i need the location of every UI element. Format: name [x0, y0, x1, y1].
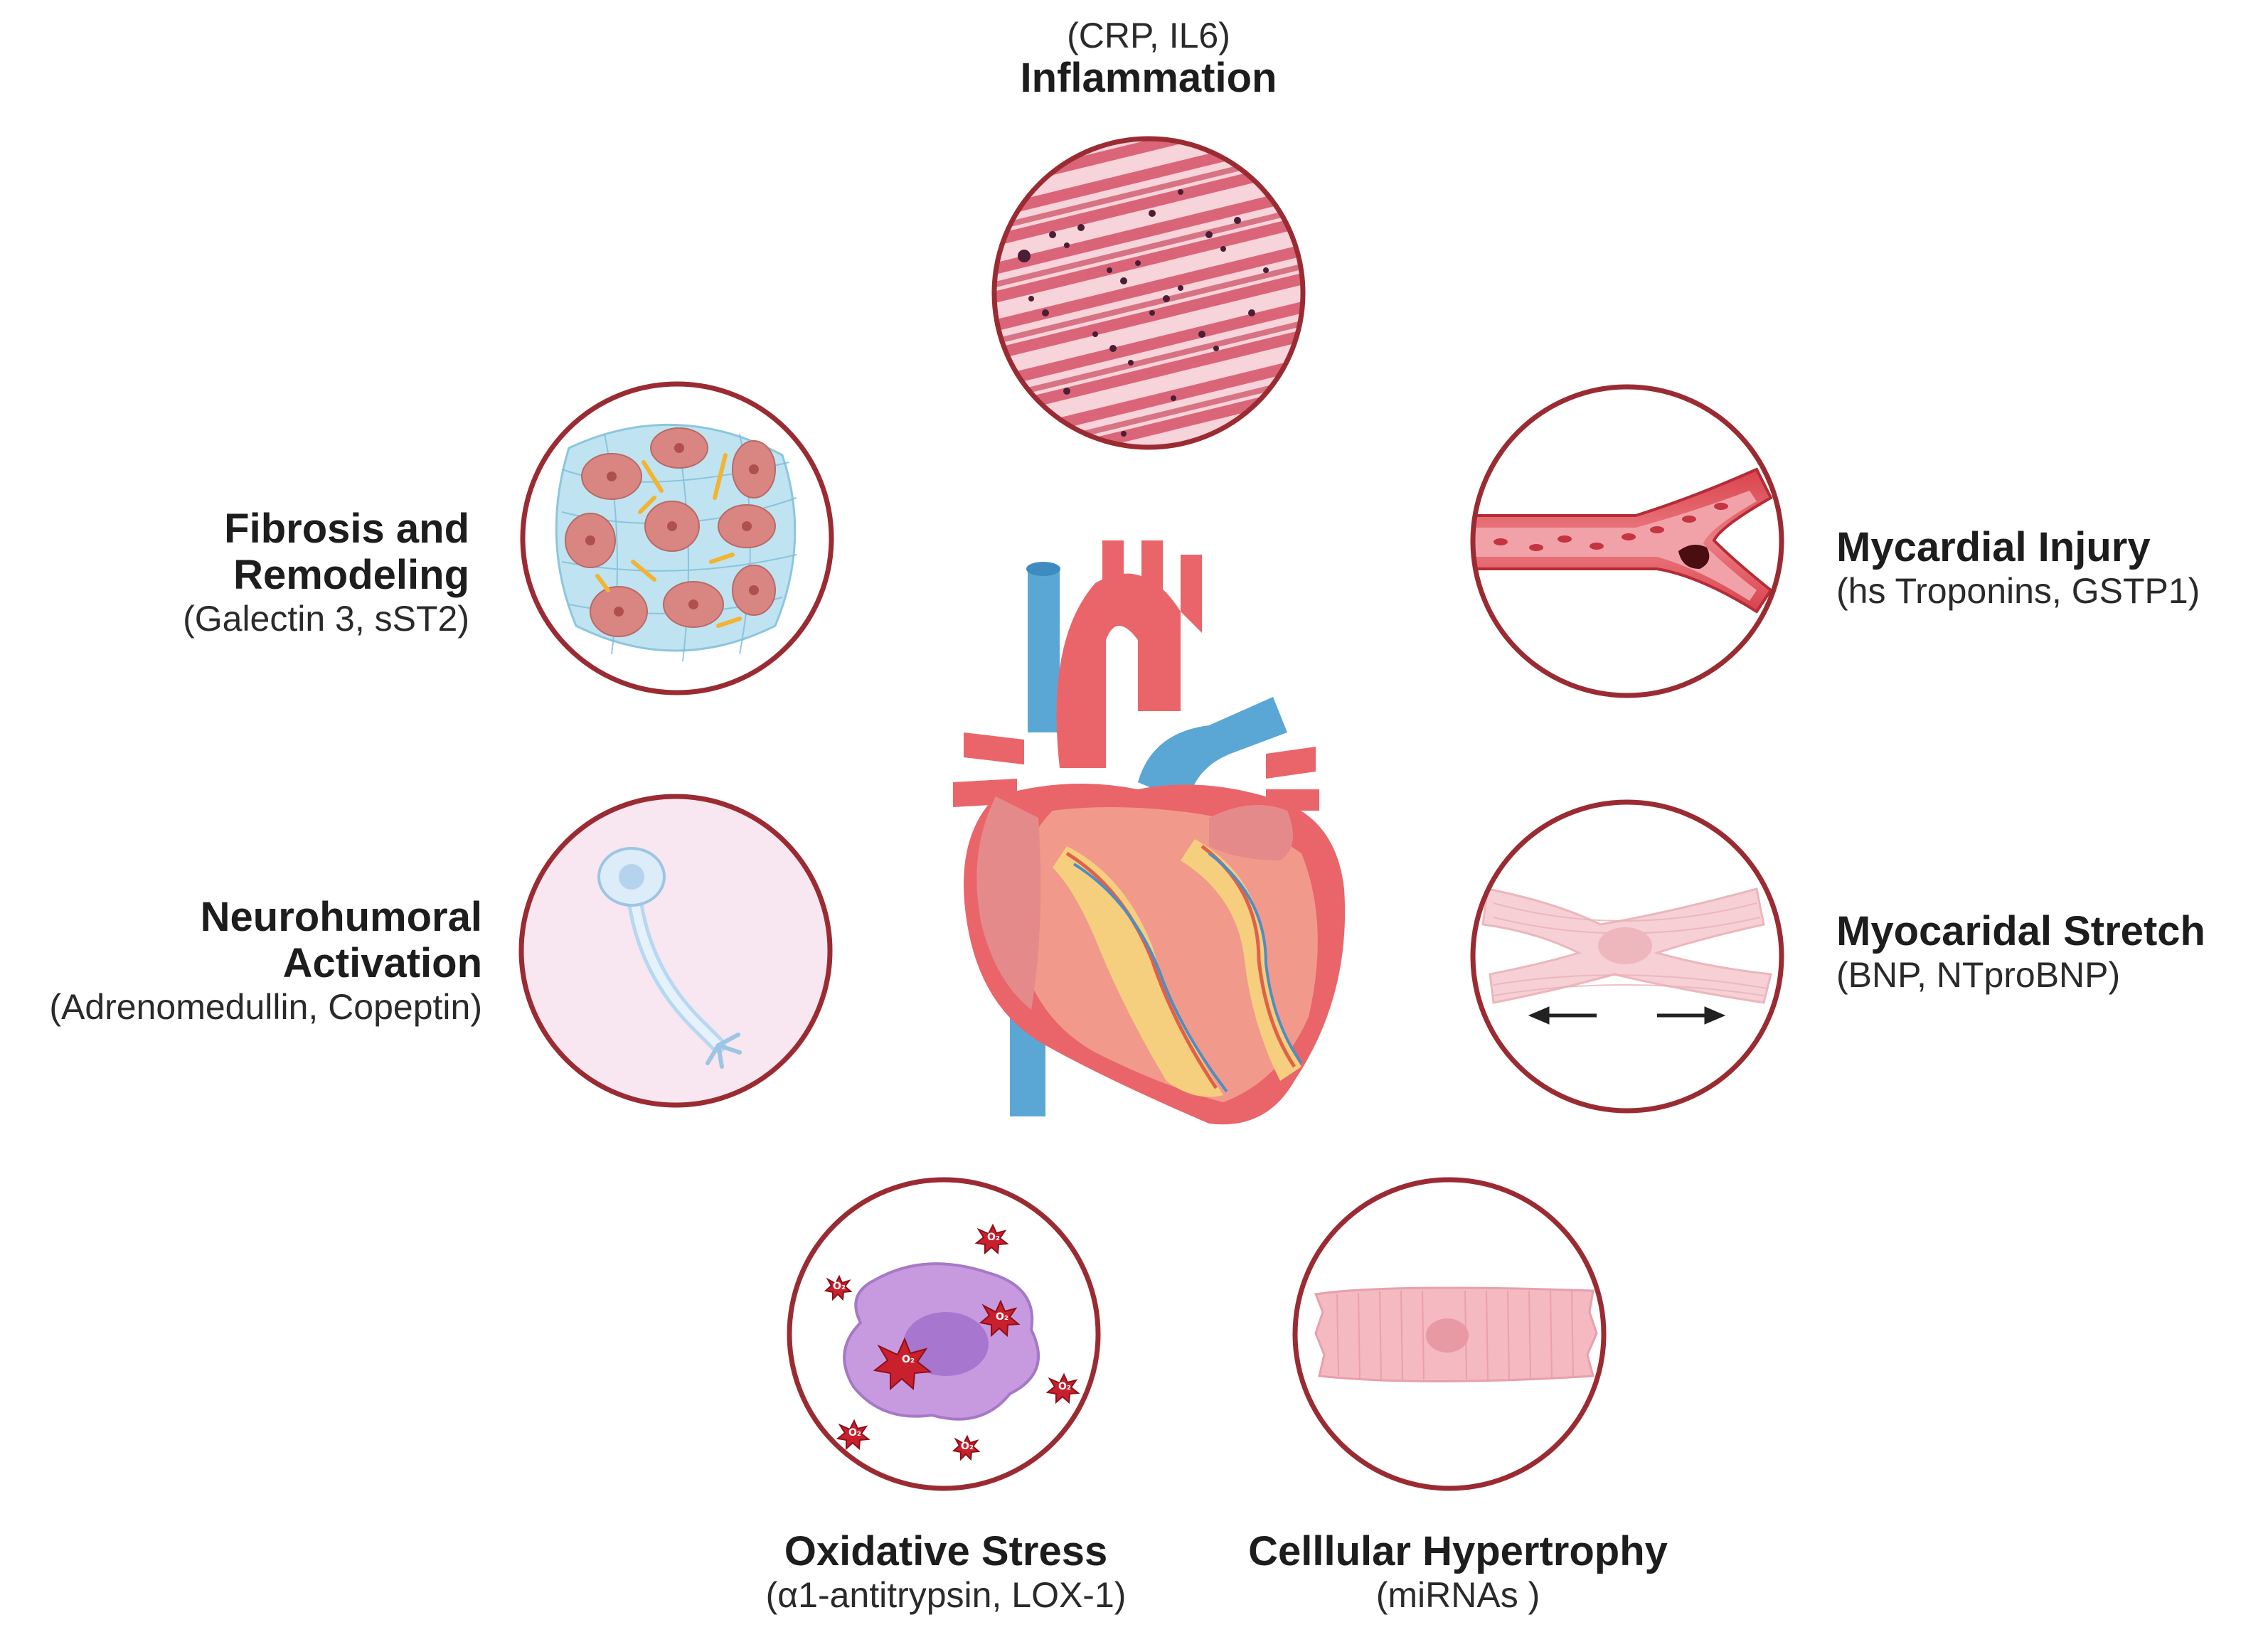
injury-markers: (hs Troponins, GSTP1) [1836, 570, 2200, 611]
fibrosis-title-line2: Remodeling [233, 551, 469, 598]
label-injury: Mycardial Injury (hs Troponins, GSTP1) [1836, 524, 2256, 611]
ros-label: O₂ [902, 1354, 915, 1365]
hypertrophy-title: Celllular Hypertrophy [1248, 1528, 1668, 1574]
neurohumoral-title-line2: Activation [282, 939, 482, 986]
heart-illustration [953, 540, 1346, 1125]
inflammation-title: Inflammation [1020, 55, 1277, 101]
fibrotic-cells-icon [520, 381, 834, 695]
ros-star-icons [824, 1223, 1080, 1461]
stretched-myocyte-icon [1470, 799, 1784, 1114]
hypertrophy-markers: (miRNAs ) [1375, 1574, 1540, 1615]
fibrosis-title-line1: Fibrosis and [224, 506, 469, 552]
ros-label: O₂ [1058, 1381, 1071, 1392]
neuron-icon [518, 794, 833, 1108]
stretch-title: Myocaridal Stretch [1836, 908, 2205, 954]
ros-label: O₂ [996, 1311, 1008, 1323]
label-oxidative: Oxidative Stress (α1-antitrypsin, LOX-1) [711, 1528, 1181, 1615]
inflamed-tissue-icon [991, 136, 1306, 450]
inflammation-markers: (CRP, IL6) [1067, 16, 1230, 55]
fibrosis-markers: (Galectin 3, sST2) [183, 598, 469, 639]
ros-label: O₂ [987, 1232, 1000, 1243]
ros-label: O₂ [833, 1281, 846, 1292]
oxidative-title: Oxidative Stress [784, 1528, 1108, 1574]
oxidative-markers: (α1-antitrypsin, LOX-1) [765, 1574, 1127, 1615]
hypertrophic-myocyte-icon [1292, 1177, 1607, 1491]
stretch-markers: (BNP, NTproBNP) [1836, 954, 2121, 995]
label-neurohumoral: Neurohumoral Activation (Adrenomedullin,… [7, 894, 482, 1027]
neurohumoral-title-line1: Neurohumoral [200, 894, 482, 940]
label-fibrosis: Fibrosis and Remodeling (Galectin 3, sST… [107, 506, 469, 639]
label-inflammation: (CRP, IL6) Inflammation [949, 16, 1348, 102]
ros-cell-icon: O₂ O₂ O₂ O₂ O₂ O₂ O₂ [787, 1177, 1101, 1491]
ros-label: O₂ [848, 1427, 861, 1439]
label-hypertrophy: Celllular Hypertrophy (miRNAs ) [1202, 1528, 1714, 1615]
blood-vessel-icon [1470, 384, 1784, 698]
label-stretch: Myocaridal Stretch (BNP, NTproBNP) [1836, 908, 2256, 995]
injury-title: Mycardial Injury [1836, 524, 2151, 570]
ros-label: O₂ [961, 1441, 974, 1452]
neurohumoral-markers: (Adrenomedullin, Copeptin) [49, 986, 482, 1027]
